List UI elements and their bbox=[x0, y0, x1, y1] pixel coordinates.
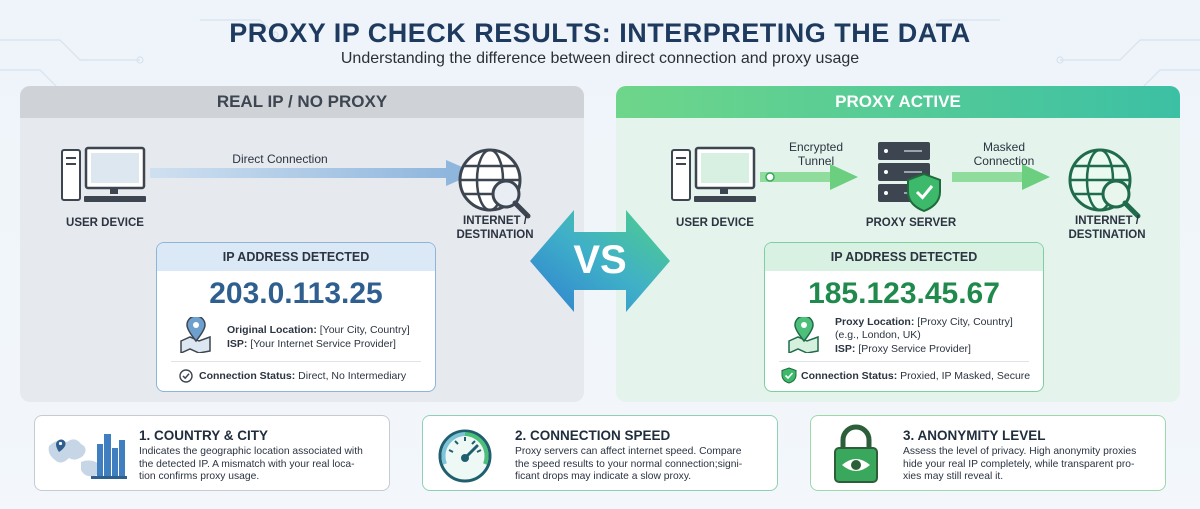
padlock-eye-icon bbox=[834, 424, 878, 483]
card-desc-line: Indicates the geographic location associ… bbox=[139, 446, 363, 457]
status-key: Connection Status: bbox=[801, 370, 898, 382]
globe-magnifier-icon bbox=[1068, 148, 1141, 219]
check-circle-icon bbox=[179, 369, 193, 383]
status-value: Proxied, IP Masked, Secure bbox=[900, 370, 1031, 382]
masked-connection-label: Masked Connection bbox=[962, 140, 1046, 168]
real-ip-panel: REAL IP / NO PROXY USER DEVICE Direct Co… bbox=[20, 86, 584, 402]
location-key: Original Location: bbox=[227, 324, 317, 336]
real-ip-panel-header: REAL IP / NO PROXY bbox=[20, 86, 584, 118]
status-key: Connection Status: bbox=[199, 370, 296, 382]
location-key: Proxy Location: bbox=[835, 316, 915, 328]
vs-arrows-graphic bbox=[530, 210, 670, 312]
card-desc-line: Assess the level of privacy. High anonym… bbox=[903, 446, 1137, 457]
computer-icon bbox=[61, 146, 146, 202]
map-city-icon bbox=[48, 434, 127, 479]
isp-key: ISP: bbox=[227, 338, 248, 350]
destination-label-line1: INTERNET / bbox=[1075, 215, 1139, 227]
card-title: 3. ANONYMITY LEVEL bbox=[903, 428, 1046, 443]
isp-line: ISP: [Proxy Service Provider] bbox=[835, 342, 971, 356]
location-value: [Your City, Country] bbox=[319, 324, 410, 336]
map-pin-icon bbox=[788, 317, 819, 353]
isp-value: [Your Internet Service Provider] bbox=[250, 338, 396, 350]
isp-value: [Proxy Service Provider] bbox=[858, 343, 971, 355]
masked-connection-arrow bbox=[952, 164, 1050, 190]
proxy-active-panel: PROXY ACTIVE USER DEVICE Encrypted Tunne… bbox=[616, 86, 1180, 402]
connection-status-line: Connection Status: Direct, No Intermedia… bbox=[199, 369, 406, 383]
connection-speed-card: 2. CONNECTION SPEED Proxy servers can af… bbox=[422, 415, 778, 491]
vs-label: VS bbox=[573, 238, 627, 282]
shield-check-icon bbox=[781, 367, 797, 384]
masked-label-line1: Masked bbox=[982, 140, 1026, 154]
ip-box-header: IP ADDRESS DETECTED bbox=[765, 243, 1043, 271]
ip-box-header: IP ADDRESS DETECTED bbox=[157, 243, 435, 271]
speedometer-icon bbox=[438, 429, 492, 483]
proxy-server-shield-icon bbox=[878, 142, 941, 212]
proxy-location-example: (e.g., London, UK) bbox=[835, 329, 921, 341]
proxy-ip-box: IP ADDRESS DETECTED 185.123.45.67 Proxy … bbox=[764, 242, 1044, 392]
destination-label-line1: INTERNET / bbox=[463, 215, 527, 227]
country-city-card: 1. COUNTRY & CITY Indicates the geograph… bbox=[34, 415, 390, 491]
user-device-label: USER DEVICE bbox=[66, 217, 144, 229]
page-subtitle: Understanding the difference between dir… bbox=[340, 50, 860, 67]
destination-label: INTERNET / DESTINATION bbox=[440, 214, 550, 242]
proxy-server-label: PROXY SERVER bbox=[865, 217, 957, 229]
proxy-ip-value: 185.123.45.67 bbox=[808, 277, 1000, 310]
direct-connection-label: Direct Connection bbox=[232, 152, 328, 166]
card-desc-line: Proxy servers can affect internet speed.… bbox=[515, 446, 742, 457]
tunnel-label-line1: Encrypted bbox=[788, 140, 844, 154]
user-device-label: USER DEVICE bbox=[676, 217, 754, 229]
encrypted-tunnel-arrow bbox=[760, 164, 858, 190]
proxy-panel-header: PROXY ACTIVE bbox=[616, 86, 1180, 118]
encrypted-tunnel-label: Encrypted Tunnel bbox=[776, 140, 856, 168]
card-description: Assess the level of privacy. High anonym… bbox=[903, 446, 1161, 484]
connection-status-line: Connection Status: Proxied, IP Masked, S… bbox=[801, 369, 1030, 383]
map-pin-icon bbox=[180, 317, 211, 353]
masked-label-line2: Connection bbox=[973, 154, 1035, 168]
card-desc-line: the detected IP. A mismatch with your re… bbox=[139, 458, 355, 470]
card-title: 2. CONNECTION SPEED bbox=[515, 428, 671, 443]
card-desc-line: ficant drops may indicate a slow proxy. bbox=[515, 471, 692, 482]
card-description: Proxy servers can affect internet speed.… bbox=[515, 446, 773, 484]
card-desc-line: hide your real IP completely, while tran… bbox=[903, 458, 1135, 470]
real-ip-value: 203.0.113.25 bbox=[209, 277, 383, 310]
globe-magnifier-icon bbox=[458, 148, 531, 219]
card-description: Indicates the geographic location associ… bbox=[139, 446, 385, 484]
anonymity-level-card: 3. ANONYMITY LEVEL Assess the level of p… bbox=[810, 415, 1166, 491]
location-value: [Proxy City, Country] bbox=[917, 316, 1013, 328]
destination-label-line2: DESTINATION bbox=[456, 229, 534, 241]
destination-label-line2: DESTINATION bbox=[1068, 229, 1146, 241]
isp-key: ISP: bbox=[835, 343, 856, 355]
original-location-line: Original Location: [Your City, Country] bbox=[227, 323, 410, 337]
card-title: 1. COUNTRY & CITY bbox=[139, 428, 269, 443]
page-title: PROXY IP CHECK RESULTS: INTERPRETING THE… bbox=[229, 18, 971, 48]
real-ip-box: IP ADDRESS DETECTED 203.0.113.25 Origina… bbox=[156, 242, 436, 392]
card-desc-line: xies may still reveal it. bbox=[903, 471, 1004, 482]
computer-icon bbox=[671, 146, 756, 202]
tunnel-label-line2: Tunnel bbox=[797, 154, 835, 168]
isp-line: ISP: [Your Internet Service Provider] bbox=[227, 337, 396, 351]
proxy-location-line: Proxy Location: [Proxy City, Country] bbox=[835, 315, 1035, 329]
card-desc-line: the speed results to your normal connect… bbox=[515, 458, 743, 470]
status-value: Direct, No Intermediary bbox=[298, 370, 407, 382]
destination-label: INTERNET / DESTINATION bbox=[1052, 214, 1162, 242]
card-desc-line: tion confirms proxy usage. bbox=[139, 471, 260, 482]
